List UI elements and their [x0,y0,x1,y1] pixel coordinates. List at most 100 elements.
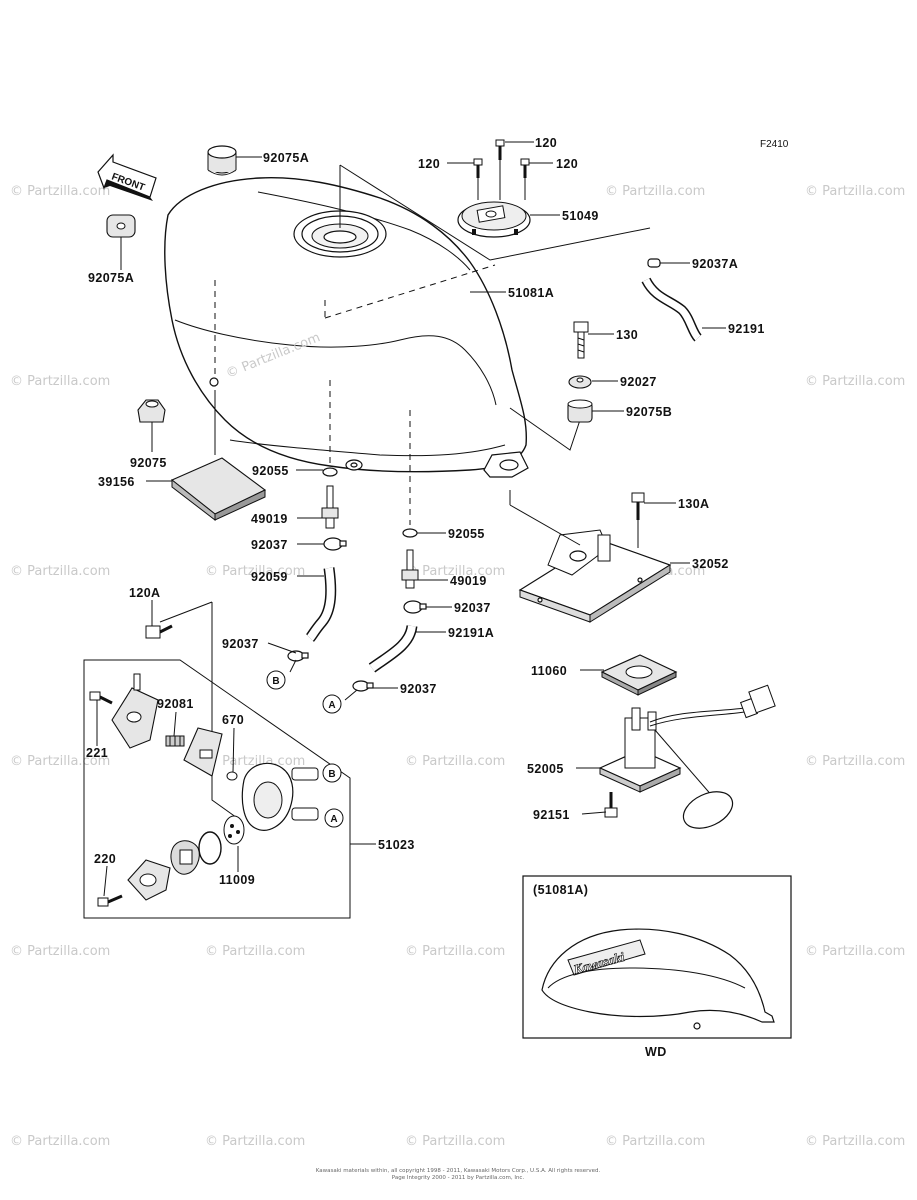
watermark: © Partzilla.com [10,754,110,769]
watermark: © Partzilla.com [605,1134,705,1149]
callout-92075A-top: 92075A [263,151,309,165]
clip-92037-b [403,600,427,614]
damper-92075A-top [207,145,237,176]
screw-220 [97,894,123,907]
oring-92055-b [402,528,418,538]
watermark: © Partzilla.com [405,1134,505,1149]
watermark: © Partzilla.com [205,1134,305,1149]
connector-A-lower: A [324,808,344,828]
fuel-sender-52005 [598,684,776,829]
watermark: © Partzilla.com [405,754,505,769]
oring-large [198,831,222,865]
callout-52005: 52005 [527,762,564,776]
bolt-130 [573,321,589,359]
bolt-120-top [495,139,505,160]
watermark: © Partzilla.com [405,944,505,959]
clip-92037A [647,258,661,268]
screw-221 [89,691,113,705]
callout-51049: 51049 [562,209,599,223]
clip-92037-d [352,680,374,692]
clip-92037-a [323,537,347,551]
callout-92037-a: 92037 [251,538,288,552]
hose-92191A [368,624,418,673]
gasket-11060 [600,654,678,696]
callout-92037A: 92037A [692,257,738,271]
screw-120A [145,624,173,639]
inset-box: (51081A) Kawasaki [522,875,792,1039]
screw-92151 [604,792,618,818]
damper-92075 [137,399,166,423]
watermark: © Partzilla.com [405,564,505,579]
callout-92037-d: 92037 [400,682,437,696]
watermarks: © Partzilla.com © Partzilla.com © Partzi… [10,184,905,1149]
callout-120-right: 120 [556,157,578,171]
watermark: © Partzilla.com [605,184,705,199]
callout-92059: 92059 [251,570,288,584]
hose-92059 [305,567,337,642]
integrity-line: Page Integrity 2000 - 2011 by Partzilla.… [392,1175,525,1181]
petcock-lever [170,840,200,875]
callout-130: 130 [616,328,638,342]
svg-text:A: A [328,700,335,711]
watermark: © Partzilla.com [805,754,905,769]
bracket-32052 [518,529,672,623]
washer-92027 [568,375,592,389]
petcock-cover-plate [111,673,159,749]
watermark: © Partzilla.com [205,944,305,959]
front-arrow-icon: FRONT [97,153,157,201]
callout-49019-b: 49019 [450,574,487,588]
callout-labels: 92075A 92075A 120 120 120 51049 92037A 5… [86,136,764,887]
watermark: © Partzilla.com [10,184,110,199]
svg-text:B: B [272,676,279,687]
callout-120-left: 120 [418,157,440,171]
diaphragm-plate [183,727,223,777]
watermark: © Partzilla.com [205,564,305,579]
spring-92081 [165,735,185,747]
filter-11009 [223,815,245,845]
callout-92075: 92075 [130,456,167,470]
watermark: © Partzilla.com [805,1134,905,1149]
callout-11060: 11060 [531,664,567,678]
watermark: © Partzilla.com [805,184,905,199]
pad-39156 [170,457,267,522]
callout-92055-b: 92055 [448,527,485,541]
callout-51081A: 51081A [508,286,554,300]
bolt-130A [631,492,645,520]
callout-120A: 120A [129,586,160,600]
callout-220: 220 [94,852,116,866]
callout-39156: 39156 [98,475,135,489]
callout-670: 670 [222,713,244,727]
connector-B-upper: B [266,670,286,690]
callout-92075A-left: 92075A [88,271,134,285]
watermark: © Partzilla.com [10,374,110,389]
inset-caption: WD [645,1045,667,1059]
copyright-line: Kawasaki materials within, all copyright… [316,1168,601,1174]
bolt-120-left [473,158,483,178]
callout-92075B: 92075B [626,405,672,419]
connector-B-lower: B [322,763,342,783]
fitting-49019-a [321,485,339,529]
clip-92037-c [287,650,309,662]
callout-51023: 51023 [378,838,415,852]
callout-130A: 130A [678,497,709,511]
fitting-49019-b [401,549,419,589]
watermark: © Partzilla.com [10,564,110,579]
svg-text:B: B [328,769,335,780]
fuel-cap-51049 [457,201,531,238]
petcock-body [241,762,319,831]
callout-11009: 11009 [219,873,255,887]
callout-92037-b: 92037 [454,601,491,615]
callout-92081: 92081 [157,697,194,711]
callout-120-top: 120 [535,136,557,150]
callout-221: 221 [86,746,108,760]
damper-92075B [567,399,593,423]
lever-plate [127,859,171,901]
callout-92055-a: 92055 [252,464,289,478]
callout-92151: 92151 [533,808,570,822]
connector-A-upper: A [322,694,342,714]
bolt-120-right [520,158,530,178]
watermark: © Partzilla.com [10,1134,110,1149]
callout-92027: 92027 [620,375,657,389]
hose-92191 [641,277,702,342]
fuel-tank-51081A: © Partzilla.com [164,177,529,478]
